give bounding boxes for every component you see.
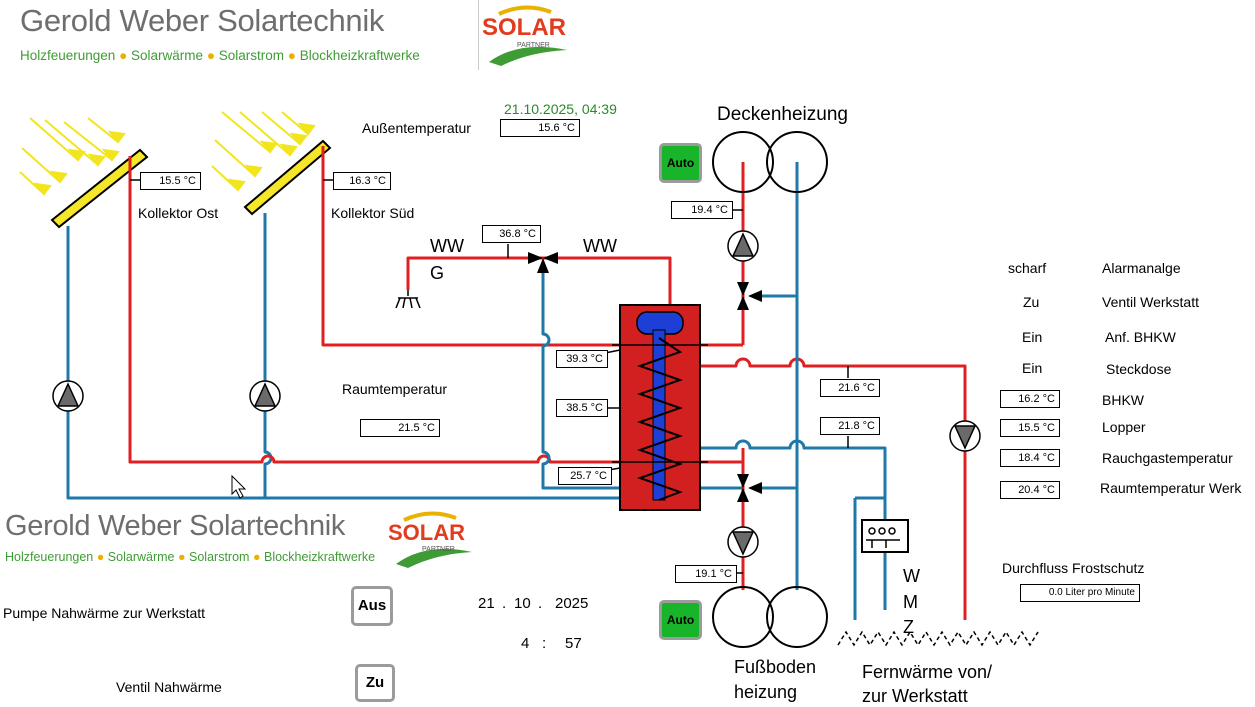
time-hour: 4: [521, 635, 530, 652]
outside-temp-value: 15.6 °C: [500, 119, 580, 137]
ceiling-auto-button[interactable]: Auto: [659, 143, 702, 183]
datetime: 21.10.2025, 04:39: [504, 101, 617, 117]
status-state: scharf: [1008, 260, 1047, 276]
date-month: 10: [514, 595, 531, 612]
reading-value: 20.4 °C: [1000, 481, 1060, 499]
wmz-letter-w: W: [903, 566, 920, 586]
floor-heating-label-2: heizung: [734, 682, 798, 702]
ww-label-g: G: [430, 263, 445, 283]
time-sep: :: [542, 635, 547, 652]
ww-label-right: WW: [583, 236, 617, 256]
status-label: Anf. BHKW: [1105, 329, 1176, 345]
floor-heating-label-1: Fußboden: [734, 657, 817, 677]
storage-temp-bottom: 25.7 °C: [558, 467, 612, 485]
collector-south-temp: 16.3 °C: [333, 172, 391, 190]
storage-temp-top: 39.3 °C: [556, 350, 608, 368]
date-year: 2025: [555, 595, 589, 612]
company-name: Gerold Weber Solartechnik: [20, 3, 385, 38]
solar-partner-logo-lower: SOLAR PARTNER: [386, 508, 476, 570]
frost-flow-label: Durchfluss Frostschutz: [1002, 560, 1145, 576]
pump-toggle-button[interactable]: Aus: [351, 586, 393, 626]
status-state: Zu: [1023, 294, 1040, 310]
company-tagline: Holzfeuerungen ● Solarwärme ● Solarstrom…: [20, 48, 420, 63]
ww-temp: 36.8 °C: [482, 225, 541, 243]
collector-south-label: Kollektor Süd: [331, 205, 415, 221]
district-heat-label-2: zur Werkstatt: [862, 686, 968, 706]
wmz-letter-m: M: [903, 592, 918, 612]
date-day: 21: [478, 595, 495, 612]
floor-flow-temp: 19.1 °C: [675, 565, 737, 583]
district-temp-upper: 21.6 °C: [820, 379, 880, 397]
status-label: Alarmanalge: [1102, 260, 1181, 276]
outside-temp-label: Außentemperatur: [362, 120, 471, 136]
wmz-letter-z: Z: [903, 617, 914, 637]
room-temp-value: 21.5 °C: [360, 419, 440, 437]
status-label: Ventil Werkstatt: [1102, 294, 1200, 310]
company-tagline-lower: Holzfeuerungen ● Solarwärme ● Solarstrom…: [5, 550, 376, 564]
status-label: Steckdose: [1106, 361, 1172, 377]
reading-label: Rauchgastemperatur: [1102, 450, 1233, 466]
status-state: Ein: [1022, 329, 1043, 345]
valve-toggle-button[interactable]: Zu: [355, 664, 395, 702]
reading-value: 18.4 °C: [1000, 449, 1060, 467]
reading-label: BHKW: [1102, 392, 1144, 408]
time-minute: 57: [565, 635, 582, 652]
district-temp-lower: 21.8 °C: [820, 417, 880, 435]
floor-auto-button[interactable]: Auto: [659, 600, 702, 640]
reading-value: 15.5 °C: [1000, 419, 1060, 437]
date-sep: .: [538, 595, 543, 612]
ceiling-heating-label: Deckenheizung: [717, 104, 848, 125]
date-sep: .: [502, 595, 507, 612]
collector-east-label: Kollektor Ost: [138, 205, 219, 221]
frost-flow-value: 0.0 Liter pro Minute: [1020, 584, 1140, 602]
company-name-lower: Gerold Weber Solartechnik: [5, 510, 346, 542]
status-state: Ein: [1022, 360, 1043, 376]
reading-label: Raumtemperatur Werk: [1100, 480, 1242, 496]
collector-east-temp: 15.5 °C: [140, 172, 201, 190]
reading-label: Lopper: [1102, 419, 1146, 435]
reading-value: 16.2 °C: [1000, 390, 1060, 408]
ceiling-flow-temp: 19.4 °C: [671, 201, 733, 219]
district-heat-label-1: Fernwärme von/: [862, 662, 993, 682]
room-temp-label: Raumtemperatur: [342, 381, 448, 397]
solar-partner-logo: SOLAR PARTNER: [478, 0, 571, 70]
ww-label-left: WW: [430, 236, 464, 256]
valve-label: Ventil Nahwärme: [116, 679, 222, 695]
storage-temp-middle: 38.5 °C: [556, 399, 608, 417]
pump-label: Pumpe Nahwärme zur Werkstatt: [3, 605, 206, 621]
